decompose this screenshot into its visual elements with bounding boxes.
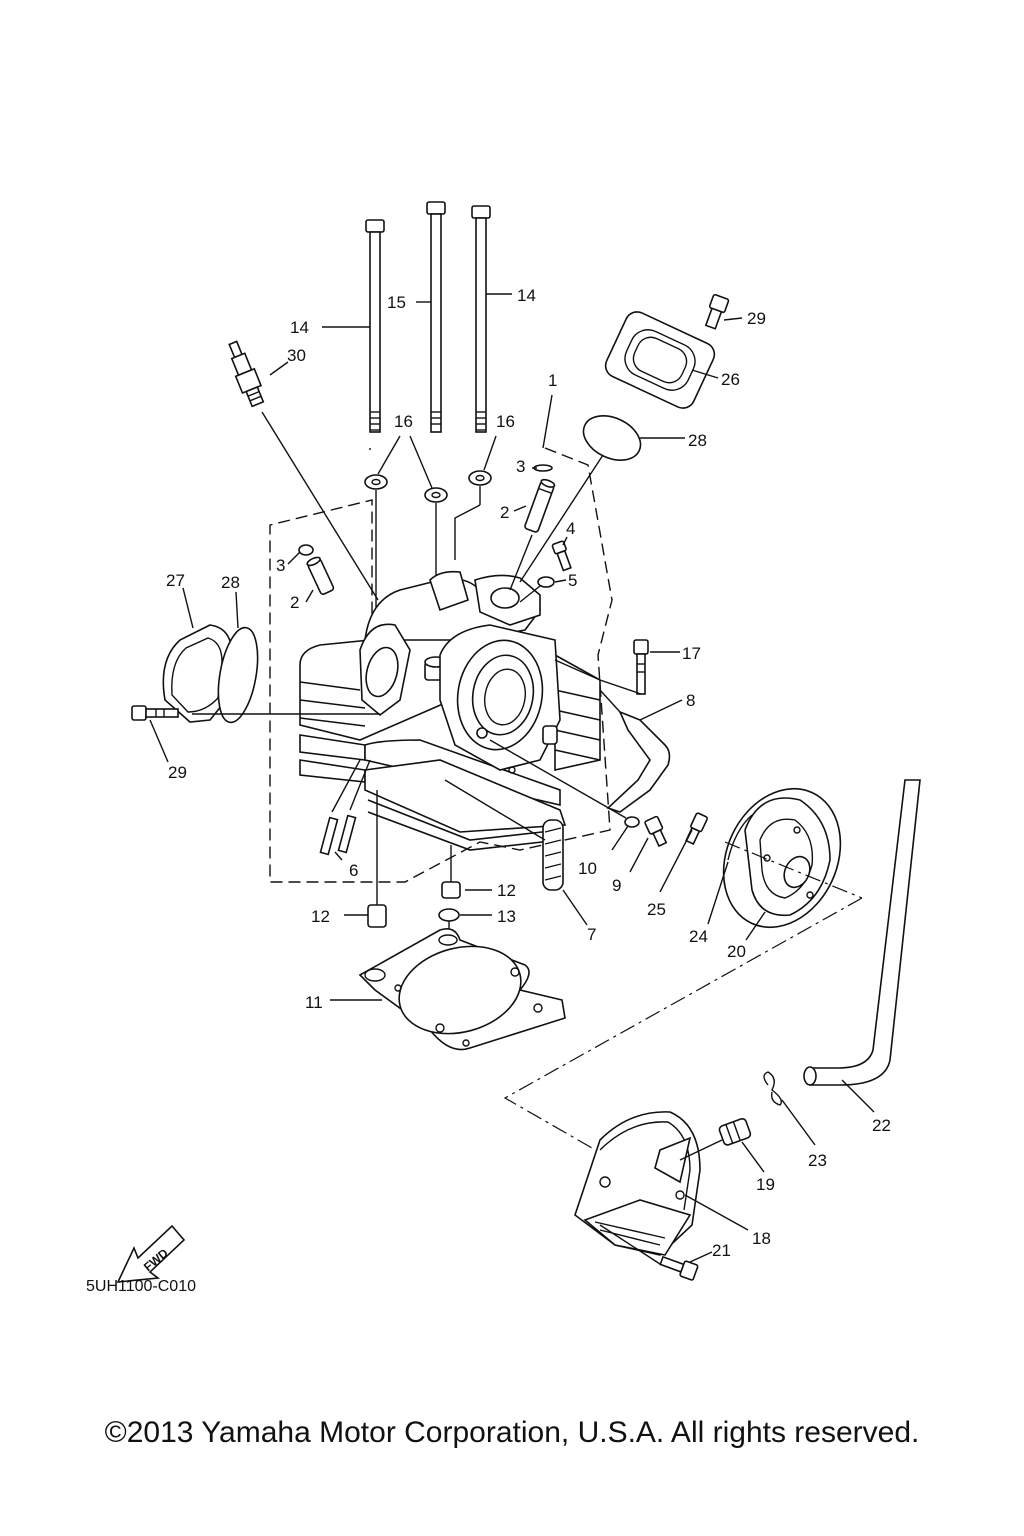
washer-13: [438, 908, 460, 922]
callout-15: 15: [387, 293, 406, 312]
dowel-12-center: [441, 881, 461, 899]
bolt-9: [644, 815, 668, 848]
head-bolt-center: [426, 201, 446, 433]
o-ring-24: [727, 814, 753, 861]
forward-arrow-icon: FWD: [116, 1224, 186, 1283]
copyright-notice: ©2013 Yamaha Motor Corporation, U.S.A. A…: [104, 1416, 920, 1449]
callout-20: 20: [727, 942, 746, 961]
cylinder-head-gasket-11: [358, 927, 566, 1051]
clip-23: [763, 1071, 783, 1106]
cap-26: [604, 311, 716, 409]
cylinder-head: [299, 570, 601, 851]
o-ring-28-top: [582, 415, 642, 461]
dowel-pin-7: [542, 819, 564, 891]
cap-27: [162, 624, 259, 724]
callout-6: 6: [349, 861, 358, 880]
callout-29: 29: [168, 763, 187, 782]
callout-17: 17: [682, 644, 701, 663]
oil-pipe-22: [809, 779, 921, 1086]
callout-24: 24: [689, 927, 708, 946]
callout-12: 12: [497, 881, 516, 900]
callout-12: 12: [311, 907, 330, 926]
drawing-code: 5UH1100-C010: [86, 1278, 196, 1295]
head-bolt-left: [365, 219, 385, 450]
side-gasket-8: [606, 710, 671, 813]
washer-5: [537, 576, 555, 588]
callout-14: 14: [290, 318, 309, 337]
callout-18: 18: [752, 1229, 771, 1248]
valve-guide-upper: [524, 478, 556, 533]
head-bolt-right: [471, 205, 491, 433]
bolt-17: [633, 639, 649, 695]
callout-10: 10: [578, 859, 597, 878]
callout-22: 22: [872, 1116, 891, 1135]
bolt-25: [685, 812, 708, 846]
callout-3: 3: [276, 556, 285, 575]
callout-1: 1: [548, 371, 557, 390]
studs: [319, 759, 371, 856]
bolt-4: [551, 540, 572, 572]
callout-11: 11: [305, 993, 323, 1012]
circlip-lower: [298, 544, 314, 556]
callout-26: 26: [721, 370, 740, 389]
callout-28: 28: [221, 573, 240, 592]
callout-30: 30: [287, 346, 306, 365]
washer-16-right: [468, 470, 492, 486]
bolt-21: [659, 1255, 699, 1281]
plug-19: [718, 1117, 752, 1146]
callout-19: 19: [756, 1175, 775, 1194]
callout-27: 27: [166, 571, 185, 590]
callout-25: 25: [647, 900, 666, 919]
callout-14: 14: [517, 286, 536, 305]
dowel-12-left: [367, 904, 387, 928]
callout-8: 8: [686, 691, 695, 710]
callout-3: 3: [516, 457, 525, 476]
callout-4: 4: [566, 519, 575, 538]
washer-16-center: [424, 487, 448, 503]
callout-16: 16: [394, 412, 413, 431]
bolt-29-left: [131, 705, 179, 721]
washer-10: [624, 816, 640, 828]
callout-29: 29: [747, 309, 766, 328]
side-cover-20: [722, 787, 842, 929]
callout-16: 16: [496, 412, 515, 431]
callout-7: 7: [587, 925, 596, 944]
callout-13: 13: [497, 907, 516, 926]
callout-23: 23: [808, 1151, 827, 1170]
callout-5: 5: [568, 571, 577, 590]
tappet-cover-18: [574, 1111, 701, 1256]
callout-2: 2: [500, 503, 509, 522]
callout-9: 9: [612, 876, 621, 895]
callout-2: 2: [290, 593, 299, 612]
valve-guide-lower: [306, 556, 335, 595]
callout-21: 21: [712, 1241, 731, 1260]
callout-28: 28: [688, 431, 707, 450]
bolt-29-top: [704, 293, 730, 330]
spark-plug: [228, 340, 265, 408]
washer-16-left: [364, 474, 388, 490]
